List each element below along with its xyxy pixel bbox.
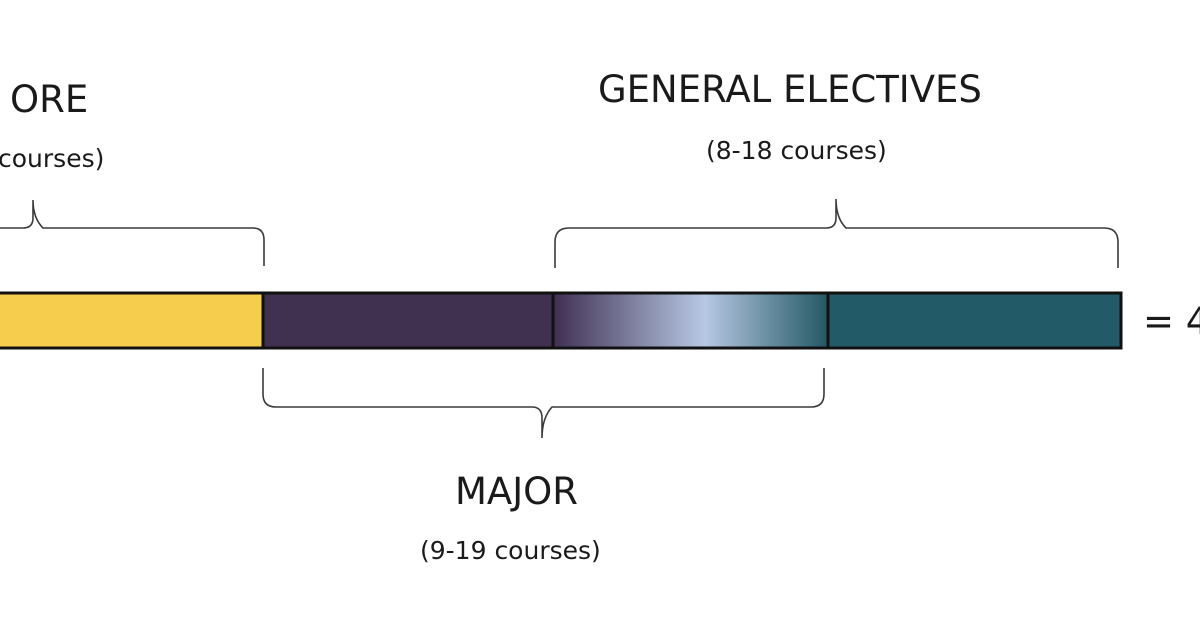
general-electives-brace [554, 198, 1119, 268]
major-subtitle: (9-19 courses) [420, 536, 601, 565]
general-electives-subtitle: (8-18 courses) [706, 136, 887, 165]
total-equals-label: = 4 [1143, 300, 1200, 343]
bar-outline [0, 291, 1123, 350]
electives-segment [828, 293, 1121, 348]
core-subtitle: courses) [0, 144, 105, 173]
core-title: ORE [10, 78, 89, 121]
major-electives-overlap-segment [553, 293, 828, 348]
major-brace [262, 368, 825, 439]
core-segment [0, 293, 263, 348]
major-segment [263, 293, 553, 348]
core-brace [0, 199, 265, 266]
general-electives-title: GENERAL ELECTIVES [598, 68, 982, 111]
major-title: MAJOR [455, 470, 578, 513]
